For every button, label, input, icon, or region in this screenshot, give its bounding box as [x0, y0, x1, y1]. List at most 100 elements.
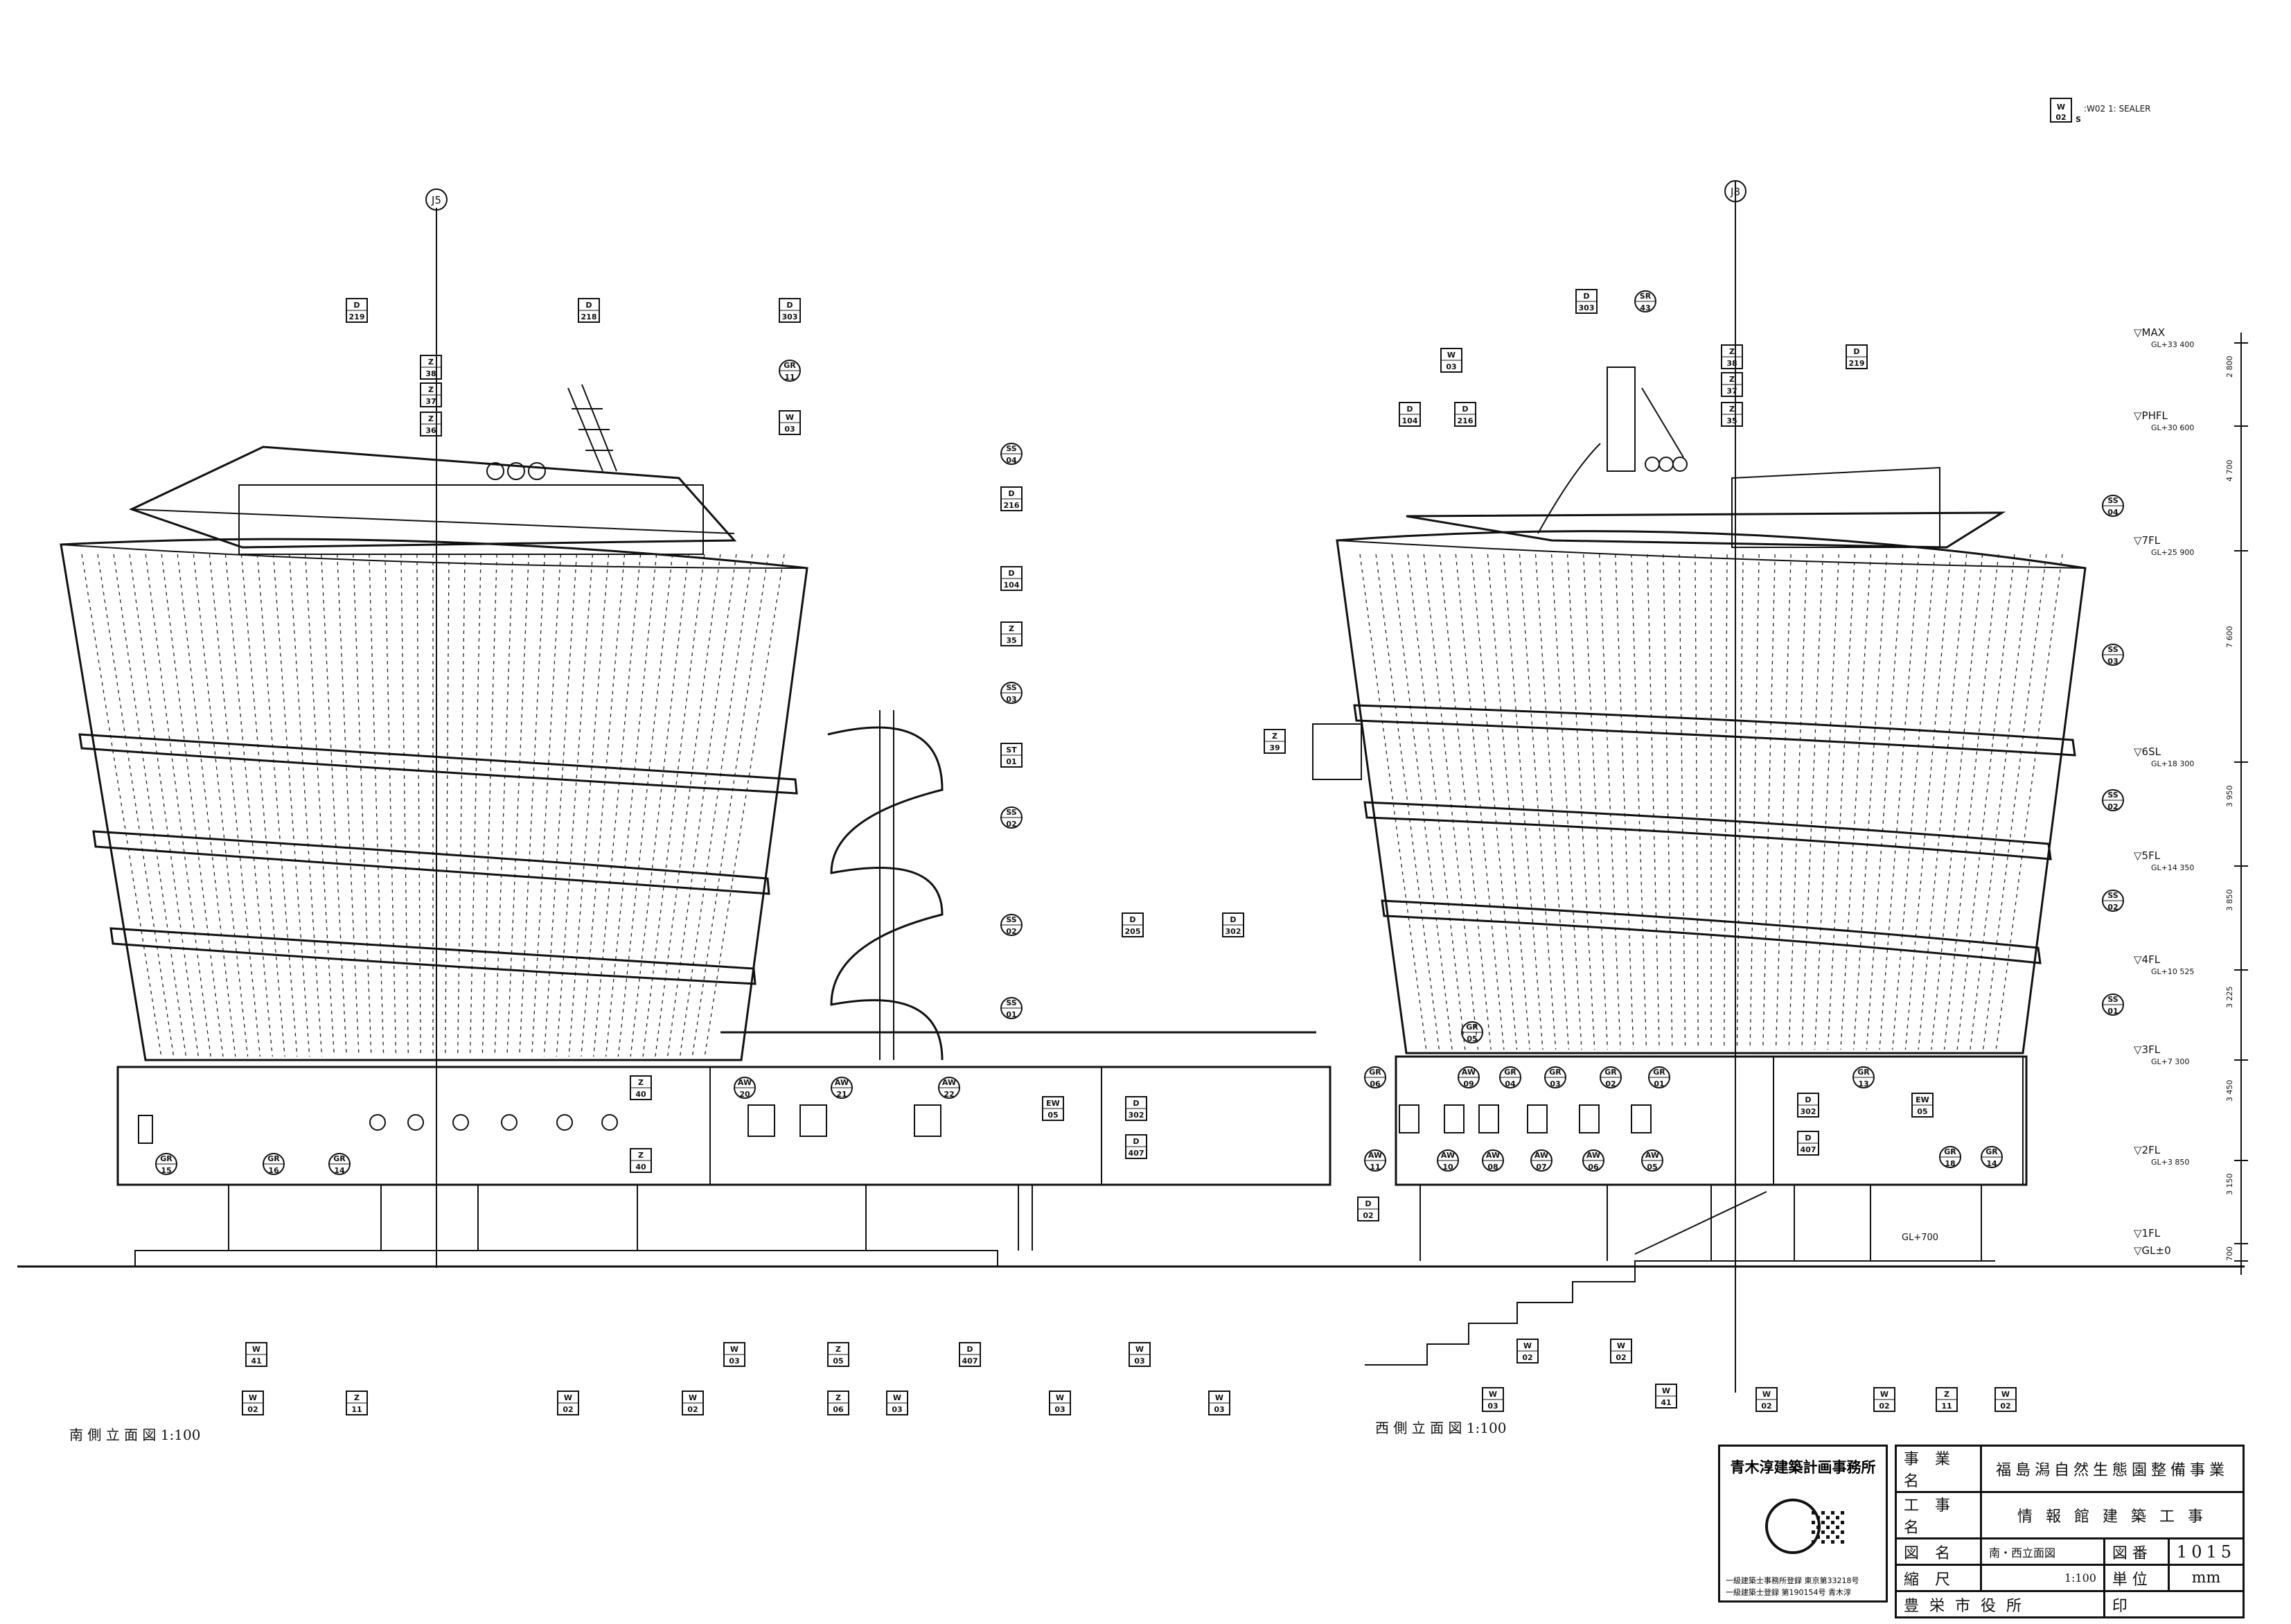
tag-number: 36: [425, 426, 436, 435]
tag-number: 14: [334, 1166, 345, 1175]
dimension-value: 3 225: [2225, 987, 2234, 1009]
tag-number: 40: [635, 1090, 646, 1099]
tag-number: 02: [563, 1405, 573, 1414]
tag-number: 37: [425, 397, 436, 406]
tag-number: 35: [1726, 416, 1737, 425]
tag-type: GR: [1653, 1068, 1665, 1077]
tag-type: GR: [1549, 1068, 1562, 1077]
tag-type: W: [1447, 351, 1456, 360]
tag-type: SS: [2107, 496, 2118, 505]
west-elevation-caption: 西 側 立 面 図 1:100: [1375, 1420, 1507, 1436]
drawing-name-label: 図 名: [1895, 1537, 1982, 1566]
tag-type: Z: [428, 385, 434, 394]
tag-number: 09: [1463, 1079, 1474, 1088]
level-name: ▽1FL: [2134, 1227, 2161, 1239]
grid-bubble-j5: J5: [425, 188, 448, 211]
tag-type: W: [1662, 1386, 1670, 1395]
tag-type: Z: [835, 1345, 841, 1354]
tag-number: 37: [1726, 387, 1737, 396]
tag-number: 02: [2107, 802, 2118, 811]
west-tags: D303SR43W03Z38Z37D219D104D216Z35SS04SS03…: [1264, 289, 2124, 1412]
tag-number: 03: [1550, 1079, 1560, 1088]
tag-number: 02: [247, 1405, 258, 1414]
tag-number: 03: [2107, 657, 2118, 666]
level-gl: GL+33 400: [2151, 340, 2194, 349]
level-gl: GL+30 600: [2151, 423, 2194, 432]
tag-type: GR: [1985, 1147, 1998, 1156]
office-label: 豊 栄 市 役 所: [1895, 1590, 2105, 1618]
tag-number: 02: [1522, 1353, 1532, 1362]
level-name: ▽4FL: [2134, 953, 2161, 966]
south-roof-stair: [567, 384, 617, 472]
tag-type: Z: [835, 1393, 841, 1402]
tag-number: 02: [1616, 1353, 1626, 1362]
tag-type: GR: [1944, 1147, 1956, 1156]
tag-type: D: [1805, 1133, 1811, 1142]
scale-label: 縮 尺: [1895, 1564, 1982, 1592]
tag-type: SS: [1006, 998, 1016, 1007]
south-spiral-stair: [827, 726, 944, 1061]
tag-type: Z: [1729, 405, 1735, 414]
tag-number: 302: [1129, 1111, 1144, 1120]
tag-number: 05: [1047, 1111, 1058, 1120]
tag-type: GR: [267, 1154, 280, 1163]
tag-number: 01: [1006, 1010, 1016, 1019]
tag-number: 11: [784, 373, 795, 382]
tag-type: D: [1462, 405, 1468, 414]
tag-type: Z: [354, 1393, 360, 1402]
tag-number: 02: [1006, 820, 1016, 829]
tag-number: 02: [1006, 927, 1016, 936]
tag-type: GR: [333, 1154, 346, 1163]
firm-box: 青木淳建築計画事務所 一級建築士事務所登録 東京第33218号 一級建築士登録 …: [1718, 1445, 1888, 1603]
tag-number: 10: [1442, 1163, 1453, 1172]
tag-type: Z: [638, 1151, 644, 1160]
dimension-value: 2 800: [2225, 356, 2234, 378]
tag-number: 03: [1487, 1402, 1498, 1411]
tag-type: W: [1489, 1390, 1497, 1399]
tag-number: 03: [1446, 362, 1456, 371]
tag-type: D: [1133, 1137, 1139, 1146]
tag-type: W: [1056, 1393, 1064, 1402]
tag-number: 03: [892, 1405, 902, 1414]
tag-number: 13: [1858, 1079, 1868, 1088]
west-band-2: [1363, 801, 2052, 860]
tag-number: 407: [962, 1357, 978, 1366]
tag-type: W: [730, 1345, 738, 1354]
stamp-label: 印: [2103, 1590, 2245, 1618]
tag-type: EW: [1916, 1095, 1929, 1104]
tag-type: SS: [1006, 808, 1016, 817]
dimension-value: 3 950: [2225, 786, 2234, 808]
tag-type: EW: [1046, 1099, 1060, 1108]
tag-type: Z: [428, 358, 434, 367]
tag-type: Z: [1944, 1390, 1949, 1399]
drawing-number-value: 1015: [2167, 1537, 2245, 1566]
level-gl: GL+14 350: [2151, 863, 2194, 872]
tag-type: AW: [1462, 1068, 1476, 1077]
tag-number: 22: [944, 1090, 954, 1099]
tag-number: 302: [1801, 1107, 1816, 1116]
title-block: 青木淳建築計画事務所 一級建築士事務所登録 東京第33218号 一級建築士登録 …: [1718, 1445, 2245, 1618]
tag-type: SS: [1006, 683, 1016, 692]
tag-type: D: [786, 301, 793, 310]
tag-number: 06: [833, 1405, 844, 1414]
scale-value: 1:100: [1980, 1564, 2105, 1592]
tag-type: GR: [1504, 1068, 1516, 1077]
tag-number: 11: [1941, 1402, 1952, 1411]
tag-type: Z: [1729, 375, 1735, 384]
tag-number: 11: [1370, 1163, 1380, 1172]
sealer-tag-type: W: [2057, 103, 2065, 112]
tag-type: SS: [2107, 791, 2118, 800]
svg-text:J8: J8: [1730, 186, 1740, 198]
level-name: ▽2FL: [2134, 1144, 2161, 1156]
tag-type: SS: [1006, 915, 1016, 924]
tag-type: W: [1617, 1341, 1625, 1350]
west-steps: [1365, 1260, 1995, 1366]
tag-number: 03: [1134, 1357, 1144, 1366]
tag-type: SS: [1006, 444, 1016, 453]
south-band-3: [109, 927, 757, 985]
sealer-note-text: :W02 1: SEALER: [2084, 104, 2151, 114]
tag-number: 216: [1004, 501, 1020, 510]
tag-number: 01: [1006, 757, 1016, 766]
tag-type: GR: [1369, 1068, 1381, 1077]
